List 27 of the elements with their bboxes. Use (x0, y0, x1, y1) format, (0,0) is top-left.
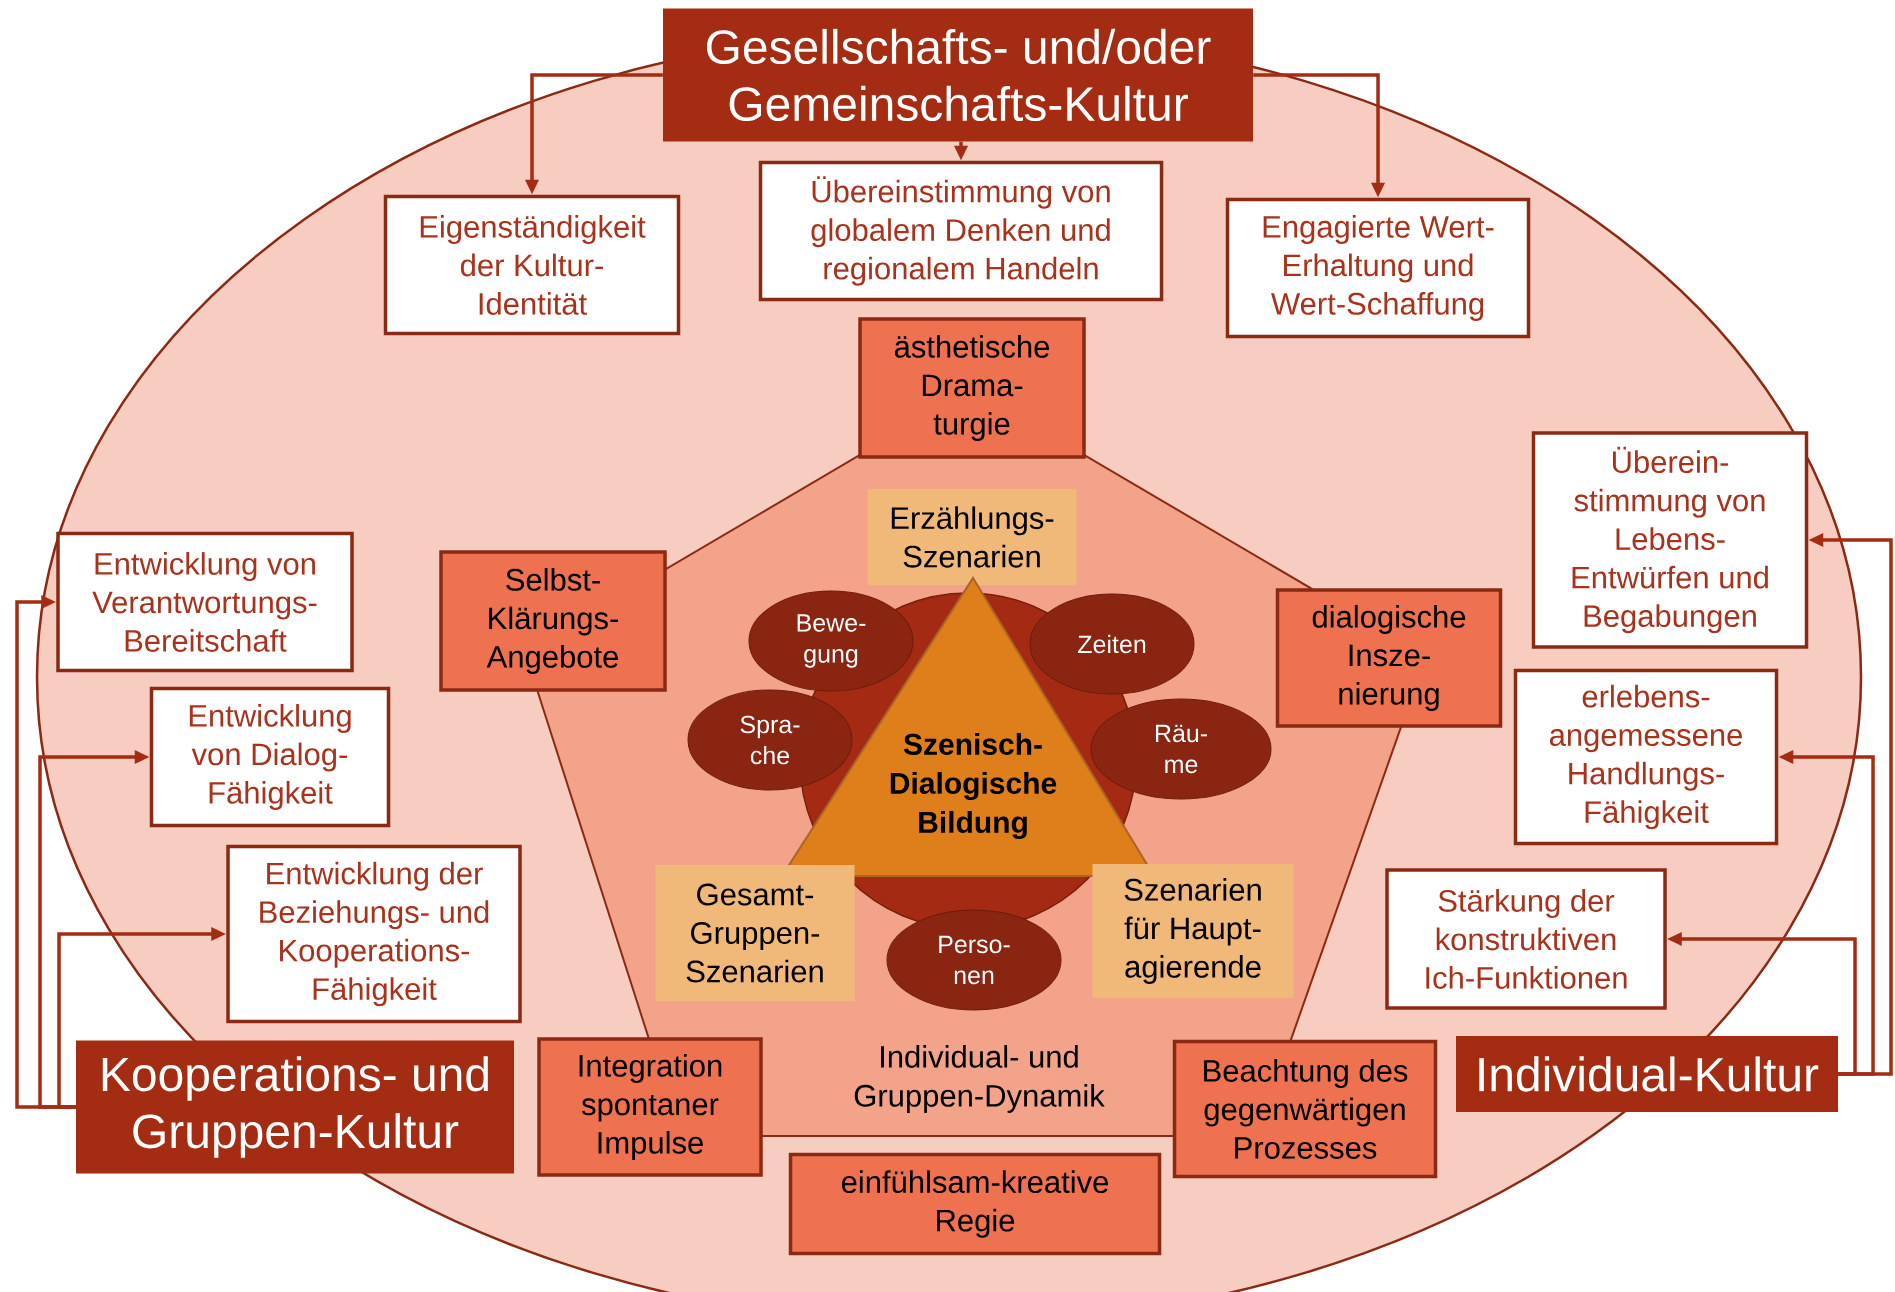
ellipse-node: Perso- nen (886, 909, 1062, 1011)
process-box: Übereinstimmung von globalem Denken und regionalem Handeln (758, 160, 1164, 302)
ellipse-node: Bewe- gung (748, 590, 914, 692)
pentagon-label: Individual- und Gruppen-Dynamik (854, 1045, 1105, 1113)
ellipse-node: Zeiten (1029, 593, 1195, 695)
process-box: dialogische Insze- nierung (1275, 588, 1503, 728)
process-box: Selbst- Klärungs- Angebote (439, 550, 667, 692)
process-box: Integration spontaner Impulse (537, 1037, 763, 1177)
process-box: Eigenständigkeit der Kultur- Identität (383, 194, 681, 336)
ellipse-node: Räu- me (1090, 698, 1272, 800)
scenario-box: Gesamt- Gruppen- Szenarien (655, 865, 855, 1001)
scenario-box: Erzählungs- Szenarien (867, 489, 1077, 585)
process-box: einfühlsam-kreative Regie (788, 1152, 1162, 1256)
process-box: Entwicklung von Dialog- Fähigkeit (149, 686, 391, 828)
process-header-box: Individual-Kultur (1456, 1036, 1838, 1112)
process-box: erlebens- angemessene Handlungs- Fähigkeit (1513, 668, 1779, 846)
process-header-box: Gesellschafts- und/oder Gemeinschafts-Kultur (663, 8, 1253, 142)
scenario-box: Szenarien für Haupt- agierende (1092, 864, 1294, 998)
process-box: Engagierte Wert- Erhaltung und Wert-Schaffung (1225, 197, 1531, 339)
process-box: Entwicklung der Beziehungs- und Kooperations- Fähigkeit (226, 844, 522, 1024)
ellipse-node: Spra- che (687, 689, 853, 791)
process-header-box: Kooperations- und Gruppen-Kultur (76, 1040, 514, 1174)
process-box: Stärkung der konstruktiven Ich-Funktionen (1385, 868, 1667, 1010)
process-box: Beachtung des gegenwärtigen Prozesses (1172, 1039, 1438, 1179)
process-box: Überein- stimmung von Lebens- Entwürfen und Begabungen (1531, 431, 1809, 649)
process-box: Entwicklung von Verantwortungs- Bereitschaft (56, 531, 354, 673)
process-box: ästhetische Drama- turgie (858, 317, 1086, 459)
